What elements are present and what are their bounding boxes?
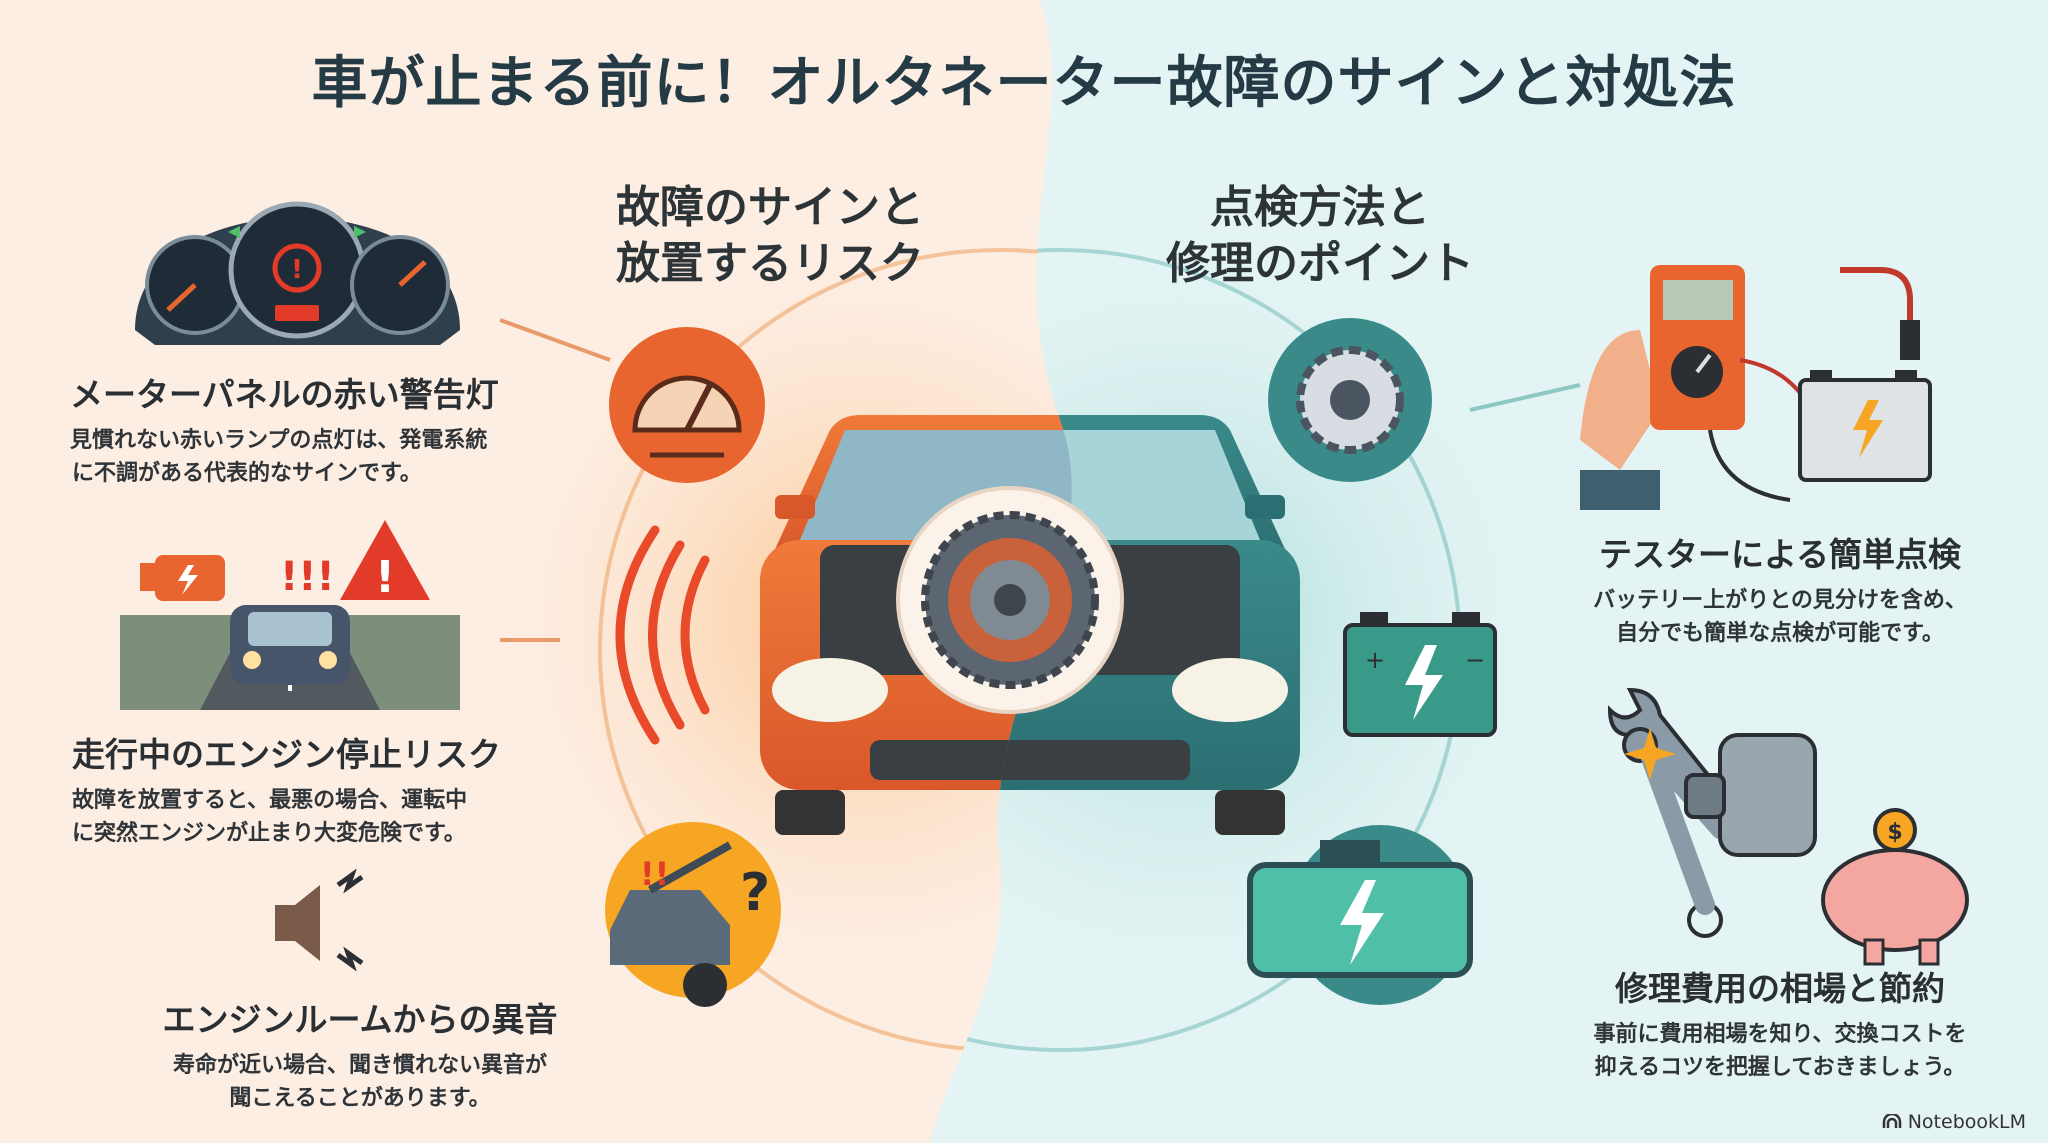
left-section-heading: 故障のサインと 放置するリスク [560,180,980,292]
right-item-tester: テスターによる簡単点検 バッテリー上がりとの見分けを含め、 自分でも簡単な点検が… [1560,528,2000,650]
battery-icon: + − [1343,612,1497,737]
item-title: エンジンルームからの異音 [162,1000,558,1039]
item-title: テスターによる簡単点検 [1598,535,1961,574]
svg-text:!!: !! [640,855,669,893]
item-description: バッテリー上がりとの見分けを含め、 自分でも簡単な点検が可能です。 [1560,584,2000,650]
left-item-engine-stop: 走行中のエンジン停止リスク 故障を放置すると、最悪の場合、運転中 に突然エンジン… [72,728,592,850]
item-description: 事前に費用相場を知り、交換コストを 抑えるコツを把握しておきましょう。 [1560,1018,2000,1084]
sound-wave-icon [615,525,710,745]
item-description-line: 故障を放置すると、最悪の場合、運転中 [72,788,468,813]
item-description-line: 見慣れない赤いランプの点灯は、発電系統 [70,428,488,453]
engine-check-circle-icon [1247,825,1473,1005]
item-description-line: 聞こえることがあります。 [229,1086,491,1111]
item-description-line: に不調がある代表的なサインです。 [72,461,422,486]
item-description-line: 抑えるコツを把握しておきましょう。 [1594,1055,1966,1080]
item-title: 走行中のエンジン停止リスク [72,735,501,774]
item-title: 修理費用の相場と節約 [1615,969,1945,1008]
item-description: 見慣れない赤いランプの点灯は、発電系統 に不調がある代表的なサインです。 [70,424,590,490]
brand-label: NotebookLM [1907,1111,2026,1133]
brand-watermark: NotebookLM [1882,1111,2026,1133]
item-title: メーターパネルの赤い警告灯 [70,375,499,414]
item-description-line: 寿命が近い場合、聞き慣れない異音が [172,1053,547,1078]
svg-text:!: ! [291,255,303,285]
item-description-line: 自分でも簡単な点検が可能です。 [1616,621,1944,646]
connector-line [1469,383,1581,412]
left-heading-line-1: 故障のサインと [616,182,924,233]
gauge-circle-icon [609,327,765,483]
svg-text:+: + [1365,646,1385,674]
page-title: 車が止まる前に！オルタネーター故障のサインと対処法 [311,51,1737,116]
right-heading-line-2: 修理のポイント [1166,238,1474,289]
left-item-warning-light: メーターパネルの赤い警告灯 見慣れない赤いランプの点灯は、発電系統 に不調がある… [70,368,590,490]
connector-line [499,318,611,362]
item-description-line: に突然エンジンが止まり大変危険です。 [72,821,466,846]
alternator-gear-circle-icon [1268,318,1432,482]
svg-text:!: ! [375,552,395,603]
broken-car-circle-icon: !! ? [605,822,781,1007]
right-heading-line-1: 点検方法と [1210,182,1430,233]
svg-text:?: ? [740,863,770,923]
item-description: 故障を放置すると、最悪の場合、運転中 に突然エンジンが止まり大変危険です。 [72,784,592,850]
svg-text:$: $ [1887,820,1902,845]
right-section-heading: 点検方法と 修理のポイント [1110,180,1530,292]
right-item-repair-cost: 修理費用の相場と節約 事前に費用相場を知り、交換コストを 抑えるコツを把握してお… [1560,962,2000,1084]
item-description: 寿命が近い場合、聞き慣れない異音が 聞こえることがあります。 [130,1049,590,1115]
svg-text:−: − [1465,646,1485,674]
alternator-icon [896,486,1124,714]
svg-text:!!!: !!! [280,554,335,600]
item-description-line: バッテリー上がりとの見分けを含め、 [1593,588,1967,613]
engine-warning-road-icon: !!! ! [120,520,460,710]
item-description-line: 事前に費用相場を知り、交換コストを [1593,1022,1967,1047]
repair-cost-icon: $ [1607,687,1969,966]
dashboard-icon: ! [135,201,460,345]
left-heading-line-2: 放置するリスク [616,238,924,289]
notebooklm-logo-icon [1882,1114,1901,1128]
multimeter-tester-icon [1580,265,1932,510]
noise-speaker-icon [275,868,364,972]
left-item-noise: エンジンルームからの異音 寿命が近い場合、聞き慣れない異音が 聞こえることがあり… [130,993,590,1115]
